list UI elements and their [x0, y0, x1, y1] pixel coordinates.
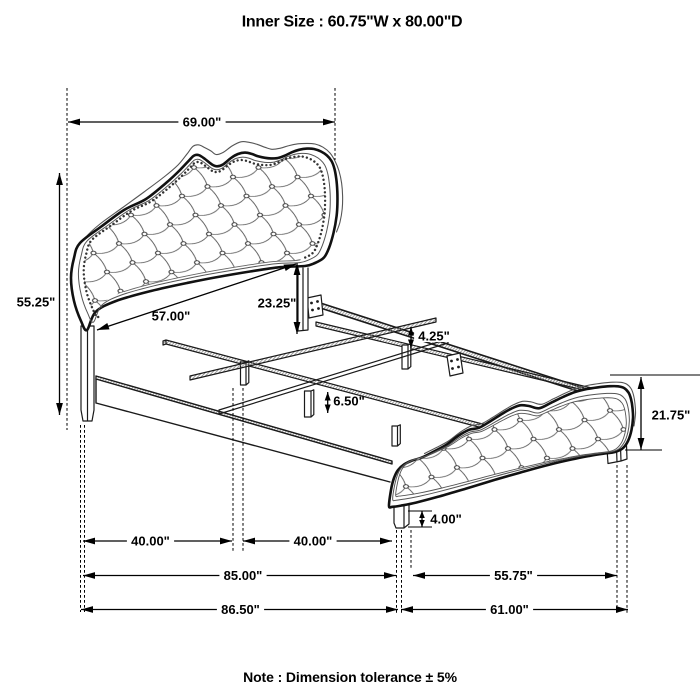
svg-text:85.00": 85.00" — [224, 568, 263, 583]
svg-text:86.50": 86.50" — [221, 602, 260, 617]
svg-text:57.00": 57.00" — [152, 309, 191, 324]
svg-text:4.25": 4.25" — [418, 329, 449, 344]
svg-text:55.75": 55.75" — [494, 568, 533, 583]
svg-text:40.00": 40.00" — [294, 534, 333, 549]
svg-text:Note : Dimension tolerance ± 5: Note : Dimension tolerance ± 5% — [243, 669, 458, 685]
svg-text:61.00": 61.00" — [490, 602, 529, 617]
svg-text:21.75": 21.75" — [652, 408, 691, 423]
svg-text:69.00": 69.00" — [183, 115, 222, 130]
svg-text:6.50": 6.50" — [333, 394, 364, 409]
svg-text:Inner Size : 60.75"W x 80.00"D: Inner Size : 60.75"W x 80.00"D — [242, 14, 463, 31]
svg-text:40.00": 40.00" — [131, 534, 170, 549]
svg-text:4.00": 4.00" — [430, 512, 461, 527]
svg-text:55.25": 55.25" — [17, 295, 56, 310]
svg-text:23.25": 23.25" — [258, 296, 297, 311]
